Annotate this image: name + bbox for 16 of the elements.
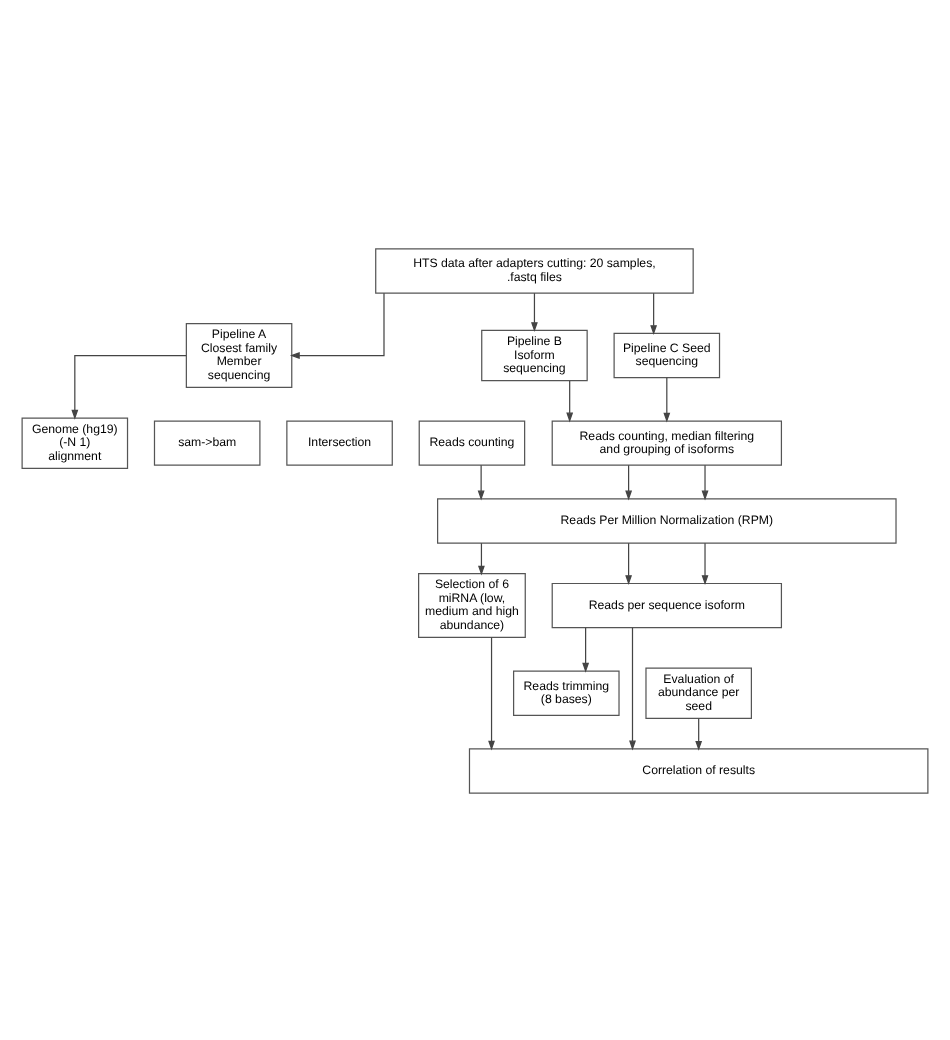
arrow <box>289 291 385 358</box>
arrow <box>478 541 485 575</box>
arrow <box>566 379 574 422</box>
arrow <box>477 463 485 500</box>
arrow <box>582 626 590 672</box>
arrow <box>701 541 709 585</box>
arrow <box>663 376 671 422</box>
arrow <box>531 291 538 332</box>
arrow <box>625 463 633 500</box>
arrow <box>625 541 633 585</box>
arrow <box>71 353 187 419</box>
arrow <box>650 291 658 335</box>
arrow <box>488 635 495 750</box>
arrow <box>701 463 709 500</box>
arrow <box>695 717 703 750</box>
arrow <box>629 626 636 750</box>
